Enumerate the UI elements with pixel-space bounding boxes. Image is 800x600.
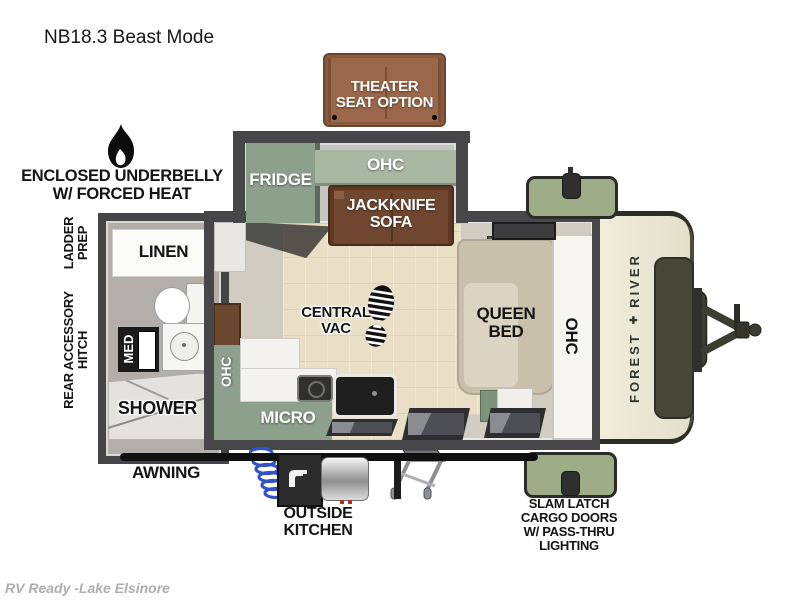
ladder-prep-callout: LADDER PREP — [61, 210, 96, 276]
rear-hitch-line2: HITCH — [75, 330, 91, 370]
rear-accessory-hitch-callout: REAR ACCESSORY HITCH — [61, 291, 96, 409]
kitchen-sink-drain — [372, 391, 377, 396]
queen-bed: QUEEN BED — [457, 239, 555, 395]
awning-label: AWNING — [131, 463, 201, 482]
queen-bed-line1: QUEEN — [476, 304, 536, 323]
cargo-latch-top-stem — [568, 167, 573, 174]
entry-door-glass — [408, 413, 464, 435]
theater-seat-label: THEATER SEAT OPTION — [325, 78, 444, 112]
cooktop-burner — [308, 381, 325, 398]
overhead-cabinet-bed — [552, 234, 596, 440]
awning-arm — [394, 453, 401, 499]
front-cap-window — [654, 257, 694, 419]
theater-line2: SEAT OPTION — [335, 94, 434, 112]
cooktop — [297, 375, 333, 402]
med-label: MED — [121, 334, 136, 364]
wall-front-cap-side — [592, 211, 600, 450]
outside-kitchen-tank — [321, 457, 369, 504]
brand-word-forest: FOREST — [626, 332, 642, 403]
underbelly-line2: W/ FORCED HEAT — [52, 184, 192, 203]
brand-word-river: RIVER — [626, 253, 642, 308]
outside-line2: KITCHEN — [283, 522, 353, 540]
queen-bed-label: QUEEN BED — [465, 304, 547, 342]
window-bed — [484, 408, 546, 438]
slam-line4: LIGHTING — [539, 538, 599, 554]
sofa-cushion-divider — [391, 193, 393, 241]
hitch-icon — [685, 288, 762, 372]
sofa-line1: JACKKNIFE — [346, 197, 436, 214]
ohc-front-label: OHC — [367, 155, 404, 174]
micro-label: MICRO — [260, 408, 316, 427]
rear-counter — [214, 222, 246, 272]
page-title: NB18.3 Beast Mode — [44, 27, 215, 48]
front-cap — [597, 211, 694, 444]
theater-seat-foot-left — [332, 115, 337, 120]
ohc-kitchen-label: OHC — [218, 356, 234, 388]
sofa-arm-detail — [334, 191, 344, 199]
underbelly-callout: ENCLOSED UNDERBELLY W/ FORCED HEAT — [16, 167, 228, 204]
queen-bed-line2: BED — [488, 322, 524, 342]
linen-label: LINEN — [138, 242, 189, 261]
outside-line1: OUTSIDE — [283, 505, 353, 522]
wall-rear-connector — [204, 211, 246, 222]
shower-glass-line-2 — [113, 373, 169, 401]
kitchen-cabinet-bottom — [214, 398, 332, 440]
underbelly-line1: ENCLOSED UNDERBELLY — [21, 167, 223, 185]
brand-forest-river: FOREST ✚ RIVER — [625, 233, 643, 423]
flame-icon — [104, 124, 138, 168]
entry-door — [402, 408, 470, 440]
theater-seat: THEATER SEAT OPTION — [323, 53, 446, 127]
cargo-latch-top — [562, 173, 581, 199]
tank-valve-2 — [348, 500, 352, 504]
theater-seat-divider — [384, 67, 387, 119]
window-bed-glass — [489, 412, 541, 434]
med-cabinet-door — [138, 331, 156, 370]
slam-line2: CARGO DOORS — [520, 510, 618, 526]
fridge-label: FRIDGE — [249, 170, 312, 189]
central-vac-line1: CENTRAL — [301, 304, 371, 321]
ohc-bed-label: OHC — [562, 317, 581, 355]
shower-label: SHOWER — [117, 398, 198, 418]
window-above-bed — [492, 222, 556, 240]
dealer-watermark: RV Ready -Lake Elsinore — [5, 580, 170, 596]
fridge-cabinet: FRIDGE — [246, 143, 320, 223]
sofa-label: JACKKNIFE SOFA — [330, 197, 452, 232]
kitchen-sink — [333, 374, 397, 418]
outside-kitchen-callout: OUTSIDE KITCHEN — [272, 505, 364, 540]
central-vac-label: CENTRAL VAC — [295, 304, 377, 338]
faucet-icon — [289, 470, 307, 487]
wall-alcove-left — [233, 131, 245, 223]
wall-front-top — [233, 131, 470, 143]
bathroom: LINEN MED SHOWER — [98, 213, 229, 464]
slam-line3: W/ PASS-THRU — [523, 524, 615, 540]
brand-emblem-icon: ✚ — [628, 315, 640, 325]
linen-cabinet: LINEN — [112, 229, 205, 277]
med-cabinet: MED — [118, 327, 159, 372]
toilet-bowl — [154, 287, 190, 325]
sofa-line2: SOFA — [369, 214, 413, 232]
bed-sheet-panel — [464, 283, 518, 387]
ladder-line2: PREP — [75, 225, 91, 261]
cargo-latch-bottom — [561, 471, 580, 496]
theater-line1: THEATER — [350, 78, 419, 95]
window-kitchen — [326, 419, 398, 436]
wall-main-left — [204, 211, 214, 450]
slam-latch-callout: SLAM LATCH CARGO DOORS W/ PASS-THRU LIGH… — [512, 496, 626, 554]
tank-valve-1 — [340, 500, 344, 504]
outside-kitchen-unit — [277, 453, 323, 507]
theater-seat-foot-right — [432, 115, 437, 120]
ladder-line1: LADDER — [61, 216, 76, 270]
jackknife-sofa: JACKKNIFE SOFA — [328, 185, 454, 246]
bath-sink-drain — [182, 343, 186, 347]
window-kitchen-glass — [332, 421, 392, 434]
wall-bottom — [204, 440, 600, 450]
bootprint-icon — [359, 282, 399, 350]
slam-line1: SLAM LATCH — [528, 496, 610, 511]
wall-alcove-right — [456, 131, 468, 223]
bath-vanity — [162, 323, 206, 371]
overhead-cabinet-front: OHC — [315, 150, 456, 186]
shower-pan — [108, 373, 205, 440]
rear-hitch-line1: REAR ACCESSORY — [61, 291, 76, 409]
central-vac-line2: VAC — [321, 320, 351, 338]
